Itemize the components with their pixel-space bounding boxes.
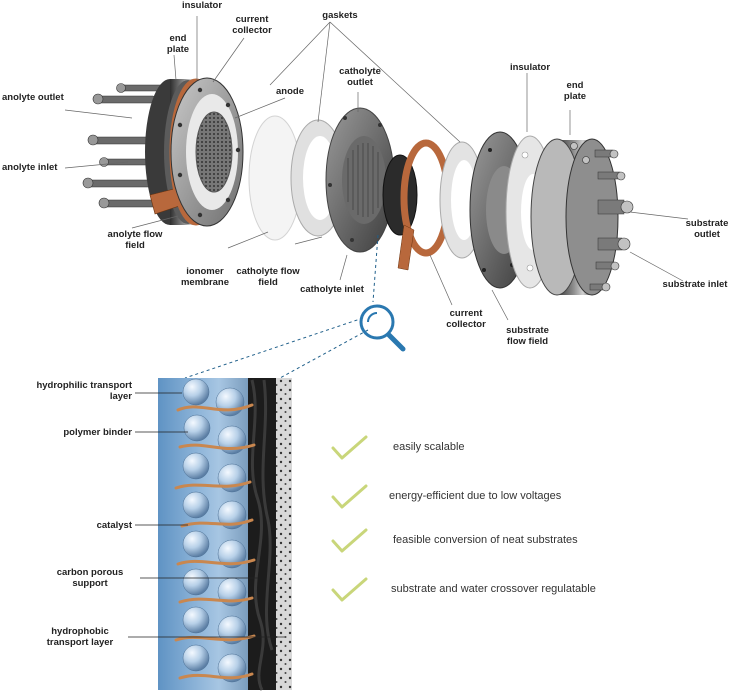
label-anolyte-outlet: anolyte outlet <box>2 92 64 103</box>
label-hydrophobic-layer: hydrophobic transport layer <box>46 626 114 648</box>
layer-leader-lines <box>128 392 285 638</box>
label-polymer-binder: polymer binder <box>63 427 132 438</box>
zoom-dashed-lines <box>184 234 379 379</box>
label-hydrophilic-layer: hydrophilic transport layer <box>36 380 132 402</box>
label-substrate-outlet: substrate outlet <box>685 218 729 240</box>
cathode-disc <box>382 154 418 236</box>
label-catholyte-inlet: catholyte inlet <box>300 284 364 295</box>
magnifier-icon <box>359 304 406 352</box>
advantage-item: easily scalable <box>393 441 465 453</box>
label-insulator-left: insulator <box>181 0 223 11</box>
label-insulator-right: insulator <box>509 62 551 73</box>
left-end-assembly <box>82 77 244 227</box>
catholyte-flow-field-plate <box>325 107 395 253</box>
label-end-plate-right: end plate <box>563 80 587 102</box>
advantage-item: feasible conversion of neat substrates <box>393 534 578 546</box>
label-anolyte-inlet: anolyte inlet <box>2 162 58 173</box>
leader-lines <box>64 16 689 321</box>
label-catholyte-outlet: catholyte outlet <box>339 66 381 88</box>
advantage-item: substrate and water crossover regulatabl… <box>391 583 596 595</box>
check-icon <box>331 484 368 509</box>
label-current-collector-right: current collector <box>446 308 486 330</box>
label-catalyst: catalyst <box>96 520 132 531</box>
check-icon <box>331 528 368 553</box>
label-end-plate-left: end plate <box>166 33 190 55</box>
label-catholyte-flow-field: catholyte flow field <box>236 266 300 288</box>
label-substrate-inlet: substrate inlet <box>662 279 728 290</box>
label-current-collector-left: current collector <box>232 14 272 36</box>
right-end-assembly <box>530 138 634 296</box>
electrode-cross-section <box>158 378 292 691</box>
check-icon <box>331 577 368 602</box>
advantage-item: energy-efficient due to low voltages <box>389 490 562 502</box>
check-icon <box>331 435 368 460</box>
label-carbon-porous-support: carbon porous support <box>56 567 124 589</box>
label-anolyte-flow-field: anolyte flow field <box>107 229 163 251</box>
label-anode: anode <box>276 86 304 97</box>
label-substrate-flow-field: substrate flow field <box>506 325 549 347</box>
label-ionomer-membrane: ionomer membrane <box>180 266 230 288</box>
label-gaskets: gaskets <box>322 10 358 21</box>
check-icons <box>331 435 368 602</box>
